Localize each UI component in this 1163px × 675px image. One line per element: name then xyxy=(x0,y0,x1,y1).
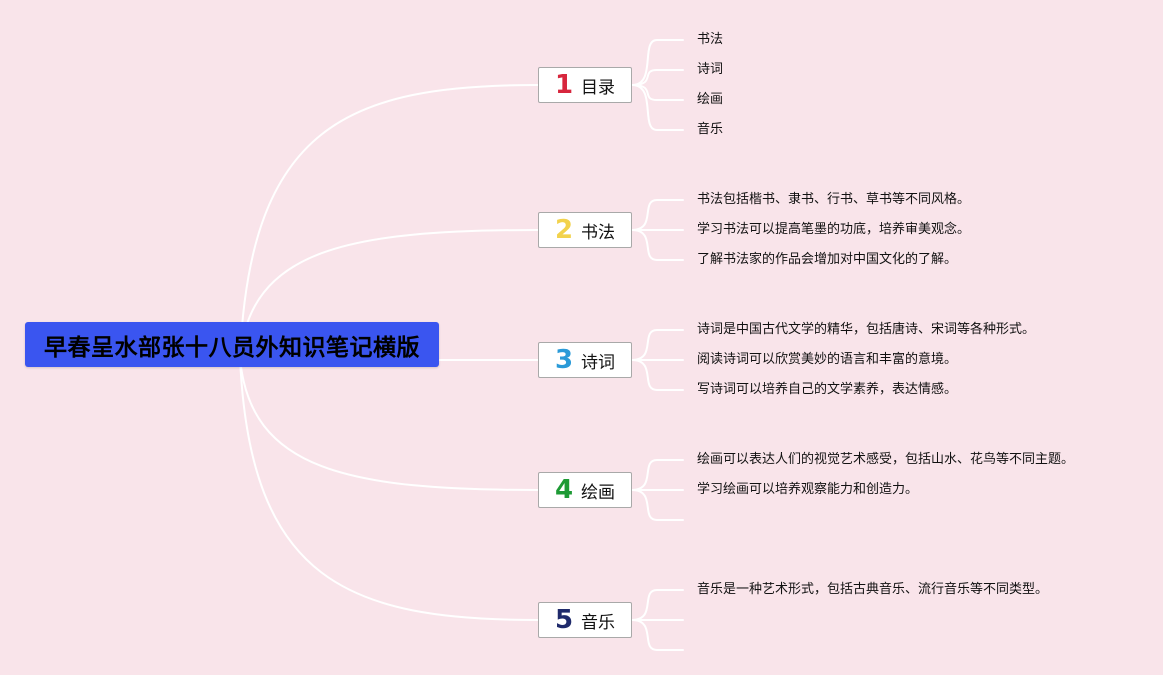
branch-node-5[interactable]: 5 音乐 xyxy=(538,602,632,638)
branch-label-1: 目录 xyxy=(581,77,616,98)
leaf-1-4[interactable]: 音乐 xyxy=(697,122,724,137)
connector-branch-2-leaf-1 xyxy=(631,199,684,231)
connector-root-branch-4 xyxy=(239,357,539,491)
connector-branch-4-leaf-1 xyxy=(631,459,684,491)
connector-root-branch-5 xyxy=(239,357,539,621)
connector-branch-5-leaf-1 xyxy=(631,589,684,621)
leaf-1-3[interactable]: 绘画 xyxy=(697,92,724,107)
branch-number-5: 5 xyxy=(554,605,574,635)
branch-number-2: 2 xyxy=(554,215,574,245)
leaf-1-2[interactable]: 诗词 xyxy=(697,62,724,77)
connector-branch-1-leaf-4 xyxy=(631,84,684,131)
branch-node-4[interactable]: 4 绘画 xyxy=(538,472,632,508)
connector-branch-3-leaf-3 xyxy=(631,359,684,391)
branch-number-1: 1 xyxy=(554,70,574,100)
leaf-4-1[interactable]: 绘画可以表达人们的视觉艺术感受，包括山水、花鸟等不同主题。 xyxy=(697,452,1075,467)
branch-label-4: 绘画 xyxy=(581,482,616,503)
branch-number-4: 4 xyxy=(554,475,574,505)
connector-branch-3-leaf-1 xyxy=(631,329,684,361)
connector-branch-2-leaf-3 xyxy=(631,229,684,261)
leaf-4-2[interactable]: 学习绘画可以培养观察能力和创造力。 xyxy=(697,482,919,497)
branch-node-3[interactable]: 3 诗词 xyxy=(538,342,632,378)
connector-branch-1-leaf-1 xyxy=(631,39,684,86)
leaf-5-1[interactable]: 音乐是一种艺术形式，包括古典音乐、流行音乐等不同类型。 xyxy=(697,582,1049,597)
leaf-3-1[interactable]: 诗词是中国古代文学的精华，包括唐诗、宋词等各种形式。 xyxy=(697,322,1036,337)
leaf-2-1[interactable]: 书法包括楷书、隶书、行书、草书等不同风格。 xyxy=(697,192,971,207)
connector-root-branch-1 xyxy=(239,84,539,359)
branch-label-2: 书法 xyxy=(581,222,616,243)
leaf-1-1[interactable]: 书法 xyxy=(697,32,724,47)
root-node[interactable]: 早春呈水部张十八员外知识笔记横版 xyxy=(25,322,439,367)
leaf-3-3[interactable]: 写诗词可以培养自己的文学素养，表达情感。 xyxy=(697,382,958,397)
branch-node-2[interactable]: 2 书法 xyxy=(538,212,632,248)
connector-branch-4-leaf-3 xyxy=(631,489,684,521)
branch-node-1[interactable]: 1 目录 xyxy=(538,67,632,103)
root-label: 早春呈水部张十八员外知识笔记横版 xyxy=(44,334,420,361)
branch-number-3: 3 xyxy=(554,345,574,375)
leaf-2-2[interactable]: 学习书法可以提高笔墨的功底，培养审美观念。 xyxy=(697,222,971,237)
leaf-2-3[interactable]: 了解书法家的作品会增加对中国文化的了解。 xyxy=(697,252,958,267)
leaf-3-2[interactable]: 阅读诗词可以欣赏美妙的语言和丰富的意境。 xyxy=(697,352,958,367)
branch-label-3: 诗词 xyxy=(581,352,616,373)
connector-root-branch-2 xyxy=(239,229,539,359)
connector-branch-5-leaf-3 xyxy=(631,619,684,651)
connector-branch-1-leaf-2 xyxy=(631,69,684,86)
branch-label-5: 音乐 xyxy=(581,612,616,633)
